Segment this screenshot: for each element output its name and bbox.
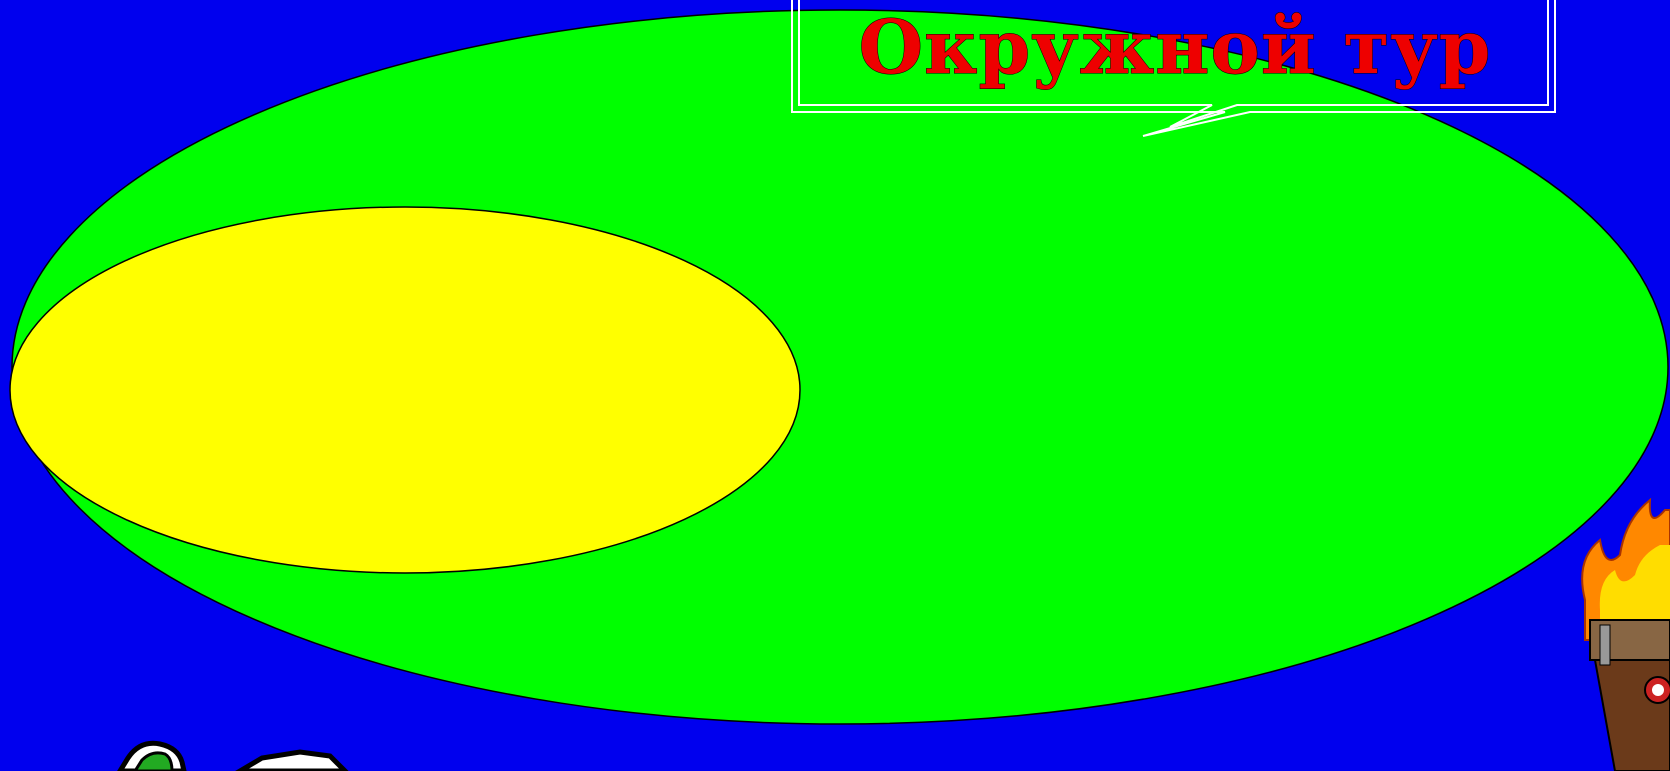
inner-yellow-ellipse: [10, 207, 800, 573]
torch-icon: [1582, 500, 1670, 771]
slide-title: Окружной тур: [859, 5, 1492, 91]
green-cartoon-figure-icon: [120, 743, 345, 771]
